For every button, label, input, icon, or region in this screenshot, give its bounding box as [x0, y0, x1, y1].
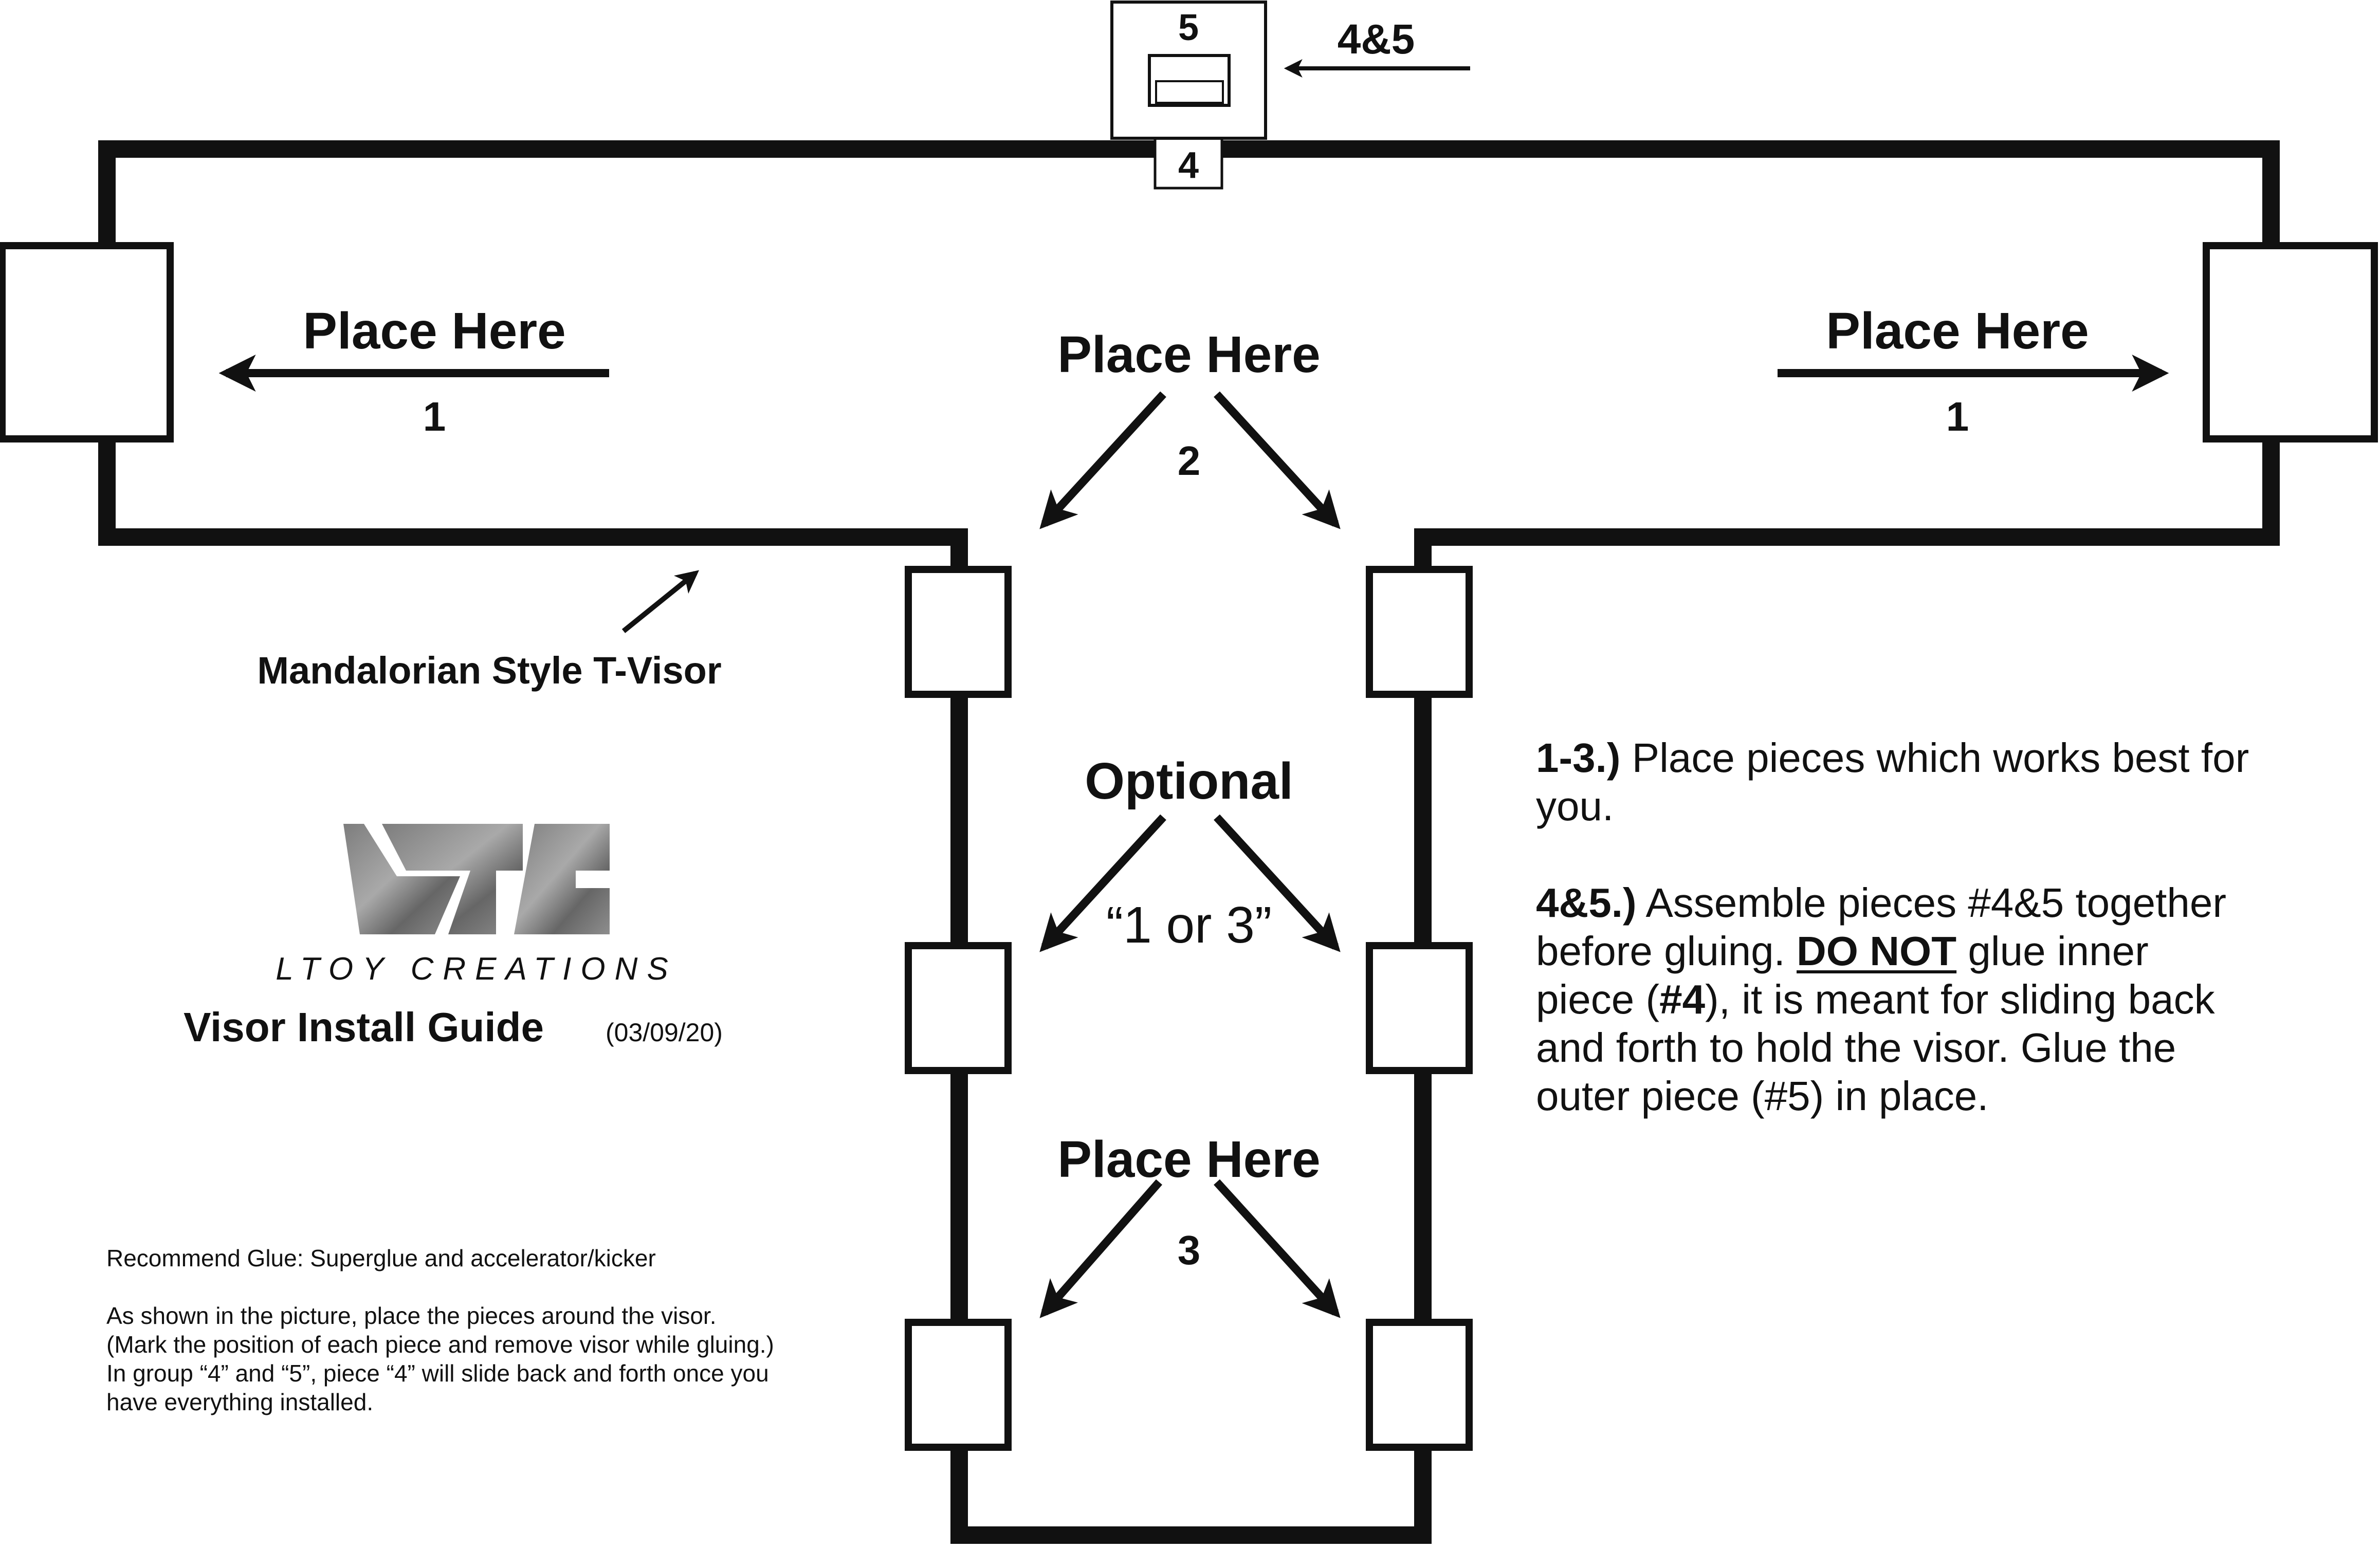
- guide-title-line: Visor Install Guide: [184, 1004, 544, 1050]
- piece-box-right-mid: [1366, 942, 1473, 1074]
- step-45-text-b: glue inner piece (: [1536, 928, 2149, 1022]
- center-top-arrow-left: [1039, 391, 1166, 529]
- glue-notes: Recommend Glue: Superglue and accelerato…: [106, 1244, 877, 1416]
- visor-pointer-arrow: [621, 570, 700, 633]
- note-line-1: As shown in the picture, place the piece…: [106, 1302, 717, 1329]
- logo-wordmark: LTOY CREATIONS: [276, 951, 677, 987]
- instructions-step-1: 1-3.) Place pieces which works best for …: [1536, 734, 2286, 831]
- center-top-arrow-right: [1214, 391, 1341, 529]
- piece-45-arrow-label: 4&5: [1338, 16, 1415, 63]
- guide-date: (03/09/20): [606, 1018, 723, 1047]
- piece-4-box: [1154, 131, 1223, 190]
- center-top-place-here-label: Place Here: [1057, 326, 1320, 383]
- optional-choice-label: “1 or 3”: [1106, 896, 1272, 954]
- piece-box-left-top: [905, 566, 1012, 698]
- step-45-text-a: Assemble pieces #4&5 together before glu…: [1536, 880, 2227, 974]
- note-line-4: have everything installed.: [106, 1389, 374, 1415]
- center-bottom-place-here-label: Place Here: [1057, 1131, 1320, 1188]
- piece-5-slot: [1155, 80, 1224, 104]
- piece-box-left-mid: [905, 942, 1012, 1074]
- instructions-step-45: 4&5.) Assemble pieces #4&5 together befo…: [1536, 879, 2235, 1120]
- step-1-label: 1-3.): [1536, 735, 1621, 781]
- left-piece-number: 1: [423, 394, 446, 439]
- step-45-text-c: ), it is meant for sliding back and fort…: [1536, 976, 2215, 1119]
- center-bottom-arrow-right: [1214, 1179, 1341, 1318]
- step-45-label: 4&5.): [1536, 880, 1637, 926]
- piece-4-number: 4: [1178, 145, 1199, 186]
- optional-label: Optional: [1085, 752, 1293, 810]
- right-place-here-label: Place Here: [1826, 302, 2089, 360]
- ltoy-logo: LTOY CREATIONS: [276, 824, 677, 987]
- step-45-piece: #4: [1659, 976, 1706, 1022]
- piece-5-number: 5: [1178, 7, 1199, 48]
- note-line-2: (Mark the position of each piece and rem…: [106, 1331, 774, 1358]
- center-bottom-arrow-left: [1039, 1179, 1163, 1318]
- step-1-text: Place pieces which works best for you.: [1536, 735, 2249, 829]
- center-top-piece-number: 2: [1178, 438, 1201, 484]
- center-bottom-piece-number: 3: [1178, 1227, 1201, 1273]
- left-place-here-label: Place Here: [303, 302, 565, 360]
- piece-box-left-bottom: [905, 1319, 1012, 1451]
- right-piece-number: 1: [1946, 394, 1969, 439]
- visor-name-label: Mandalorian Style T-Visor: [257, 649, 721, 692]
- piece-box-right-bottom: [1366, 1319, 1473, 1451]
- step-45-do-not: DO NOT: [1797, 928, 1957, 974]
- note-line-3: In group “4” and “5”, piece “4” will sli…: [106, 1360, 769, 1387]
- glue-recommendation: Recommend Glue: Superglue and accelerato…: [106, 1245, 656, 1271]
- right-piece-box: [2203, 242, 2378, 442]
- optional-arrow-left: [1039, 814, 1166, 952]
- left-piece-box: [0, 242, 174, 442]
- piece-box-right-top: [1366, 566, 1473, 698]
- optional-arrow-right: [1214, 814, 1341, 952]
